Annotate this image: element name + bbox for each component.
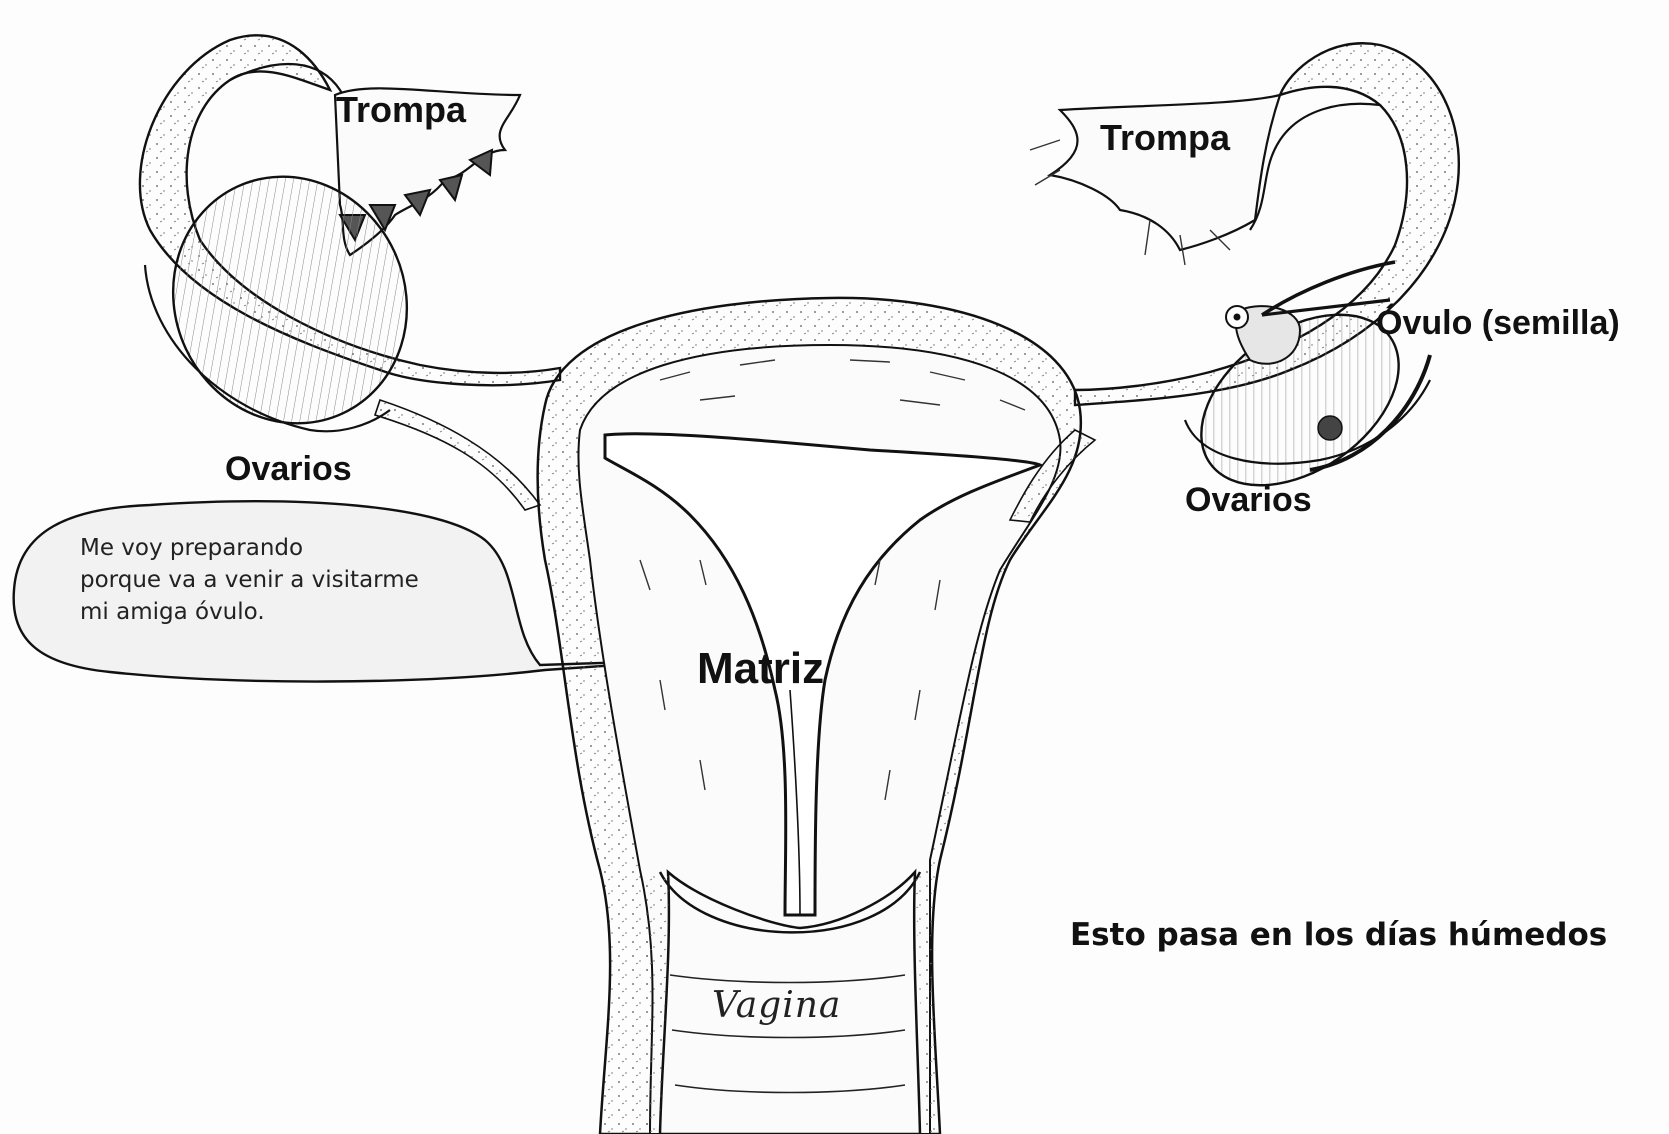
label-ovulo: Óvulo (semilla) xyxy=(1376,306,1620,340)
label-ovarios-right: Ovarios xyxy=(1185,483,1312,517)
label-matriz: Matriz xyxy=(697,647,824,691)
label-ovarios-left: Ovarios xyxy=(225,452,352,486)
speech-bubble-line: Me voy preparando xyxy=(80,532,480,564)
label-vagina: Vagina xyxy=(712,988,841,1024)
label-trompa-right: Trompa xyxy=(1100,120,1230,156)
caption: Esto pasa en los días húmedos xyxy=(1070,920,1607,951)
speech-bubble-line: porque va a venir a visitarme xyxy=(80,564,480,596)
speech-bubble-line: mi amiga óvulo. xyxy=(80,596,480,628)
label-trompa-left: Trompa xyxy=(336,92,466,128)
speech-bubble-text: Me voy preparando porque va a venir a vi… xyxy=(80,532,480,628)
